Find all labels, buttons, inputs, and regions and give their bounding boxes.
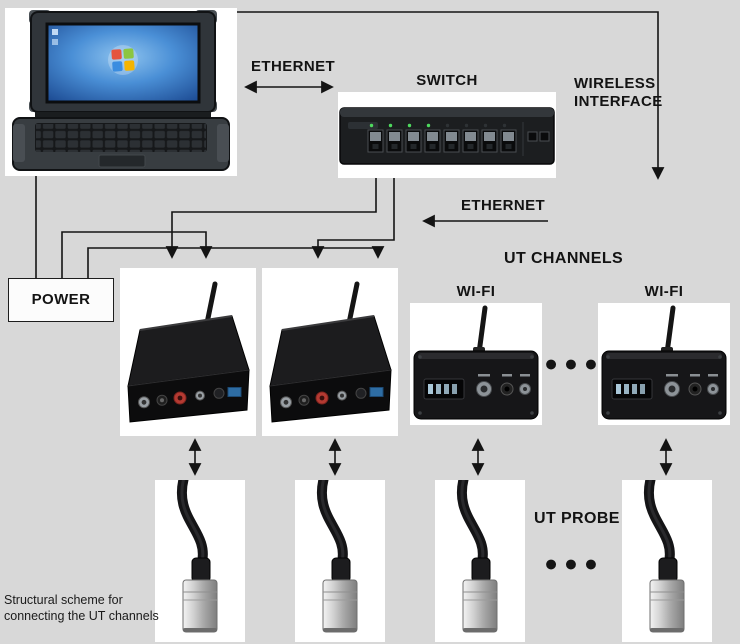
module-connectors — [664, 374, 719, 397]
ut-probe-1-image — [155, 480, 245, 642]
laptop-touchpad — [98, 154, 146, 168]
caption: Structural scheme for connecting the UT … — [4, 592, 159, 625]
laptop-base — [12, 117, 230, 171]
laptop-hinge — [35, 112, 211, 119]
probe-body — [462, 579, 498, 633]
label-wireless-interface: WIRELESS INTERFACE — [574, 75, 663, 111]
module-connectors — [280, 387, 384, 409]
ut-channel-wifi-2-image — [598, 303, 730, 425]
laptop-screen — [45, 22, 201, 104]
label-ut-channels: UT CHANNELS — [504, 250, 624, 267]
ellipsis-probes: ●●● — [544, 550, 604, 576]
wifi-ut-channel-module-illustration — [413, 305, 539, 420]
laptop-image — [5, 8, 237, 176]
ellipsis-channels: ●●● — [544, 350, 604, 376]
probe-body — [182, 579, 218, 633]
ut-probe-illustration — [456, 480, 498, 633]
wire-ethernet-channel-1 — [165, 178, 377, 259]
windows-logo-glow — [108, 45, 138, 75]
probe-sleeve — [471, 557, 491, 583]
blue-port — [369, 387, 384, 397]
caption-line1: Structural scheme for — [4, 593, 123, 607]
wifi-ut-channel-module-illustration — [601, 305, 727, 420]
windows-logo-icon — [111, 48, 135, 72]
probe-body — [322, 579, 358, 633]
module-connectors — [476, 374, 531, 397]
label-ethernet-bottom: ETHERNET — [461, 197, 546, 214]
label-wireless-line2: INTERFACE — [574, 93, 663, 110]
ethernet-switch-illustration — [339, 107, 555, 165]
probe-sleeve — [331, 557, 351, 583]
ut-channel-1-image — [120, 268, 256, 436]
probe-cable — [643, 480, 675, 567]
rugged-laptop-illustration — [12, 10, 230, 171]
probe-cable — [176, 480, 208, 567]
wire-ethernet-channel-2 — [311, 178, 395, 259]
ut-channel-wifi-1-image — [410, 303, 542, 425]
label-wifi-left: WI-FI — [456, 283, 496, 300]
label-switch: SWITCH — [416, 72, 478, 89]
label-wireless-line1: WIRELESS — [574, 75, 656, 92]
label-wifi-right: WI-FI — [644, 283, 684, 300]
switch-image — [338, 92, 556, 178]
probe-cable — [316, 480, 348, 567]
ut-channel-2-image — [262, 268, 398, 436]
switch-brand-area — [348, 122, 378, 129]
module-body — [601, 350, 727, 420]
antenna-icon — [476, 305, 488, 356]
ut-probe-4-image — [622, 480, 712, 642]
probe-sleeve — [658, 557, 678, 583]
probe-sleeve — [191, 557, 211, 583]
ut-probe-illustration — [176, 480, 218, 633]
power-box: POWER — [8, 278, 114, 322]
blue-port — [227, 387, 242, 397]
ut-channel-module-illustration — [127, 281, 250, 423]
ut-probe-illustration — [643, 480, 685, 633]
module-body — [413, 350, 539, 420]
label-power: POWER — [31, 291, 91, 308]
label-ut-probe: UT PROBE — [534, 510, 620, 527]
antenna-icon — [664, 305, 676, 356]
ut-channel-module-illustration — [269, 281, 392, 423]
probe-cable — [456, 480, 488, 567]
caption-line2: connecting the UT channels — [4, 609, 159, 624]
module-connectors — [138, 387, 242, 409]
ut-probe-illustration — [316, 480, 358, 633]
ut-probe-3-image — [435, 480, 525, 642]
label-ethernet-top: ETHERNET — [251, 58, 336, 75]
ut-probe-2-image — [295, 480, 385, 642]
probe-body — [649, 579, 685, 633]
